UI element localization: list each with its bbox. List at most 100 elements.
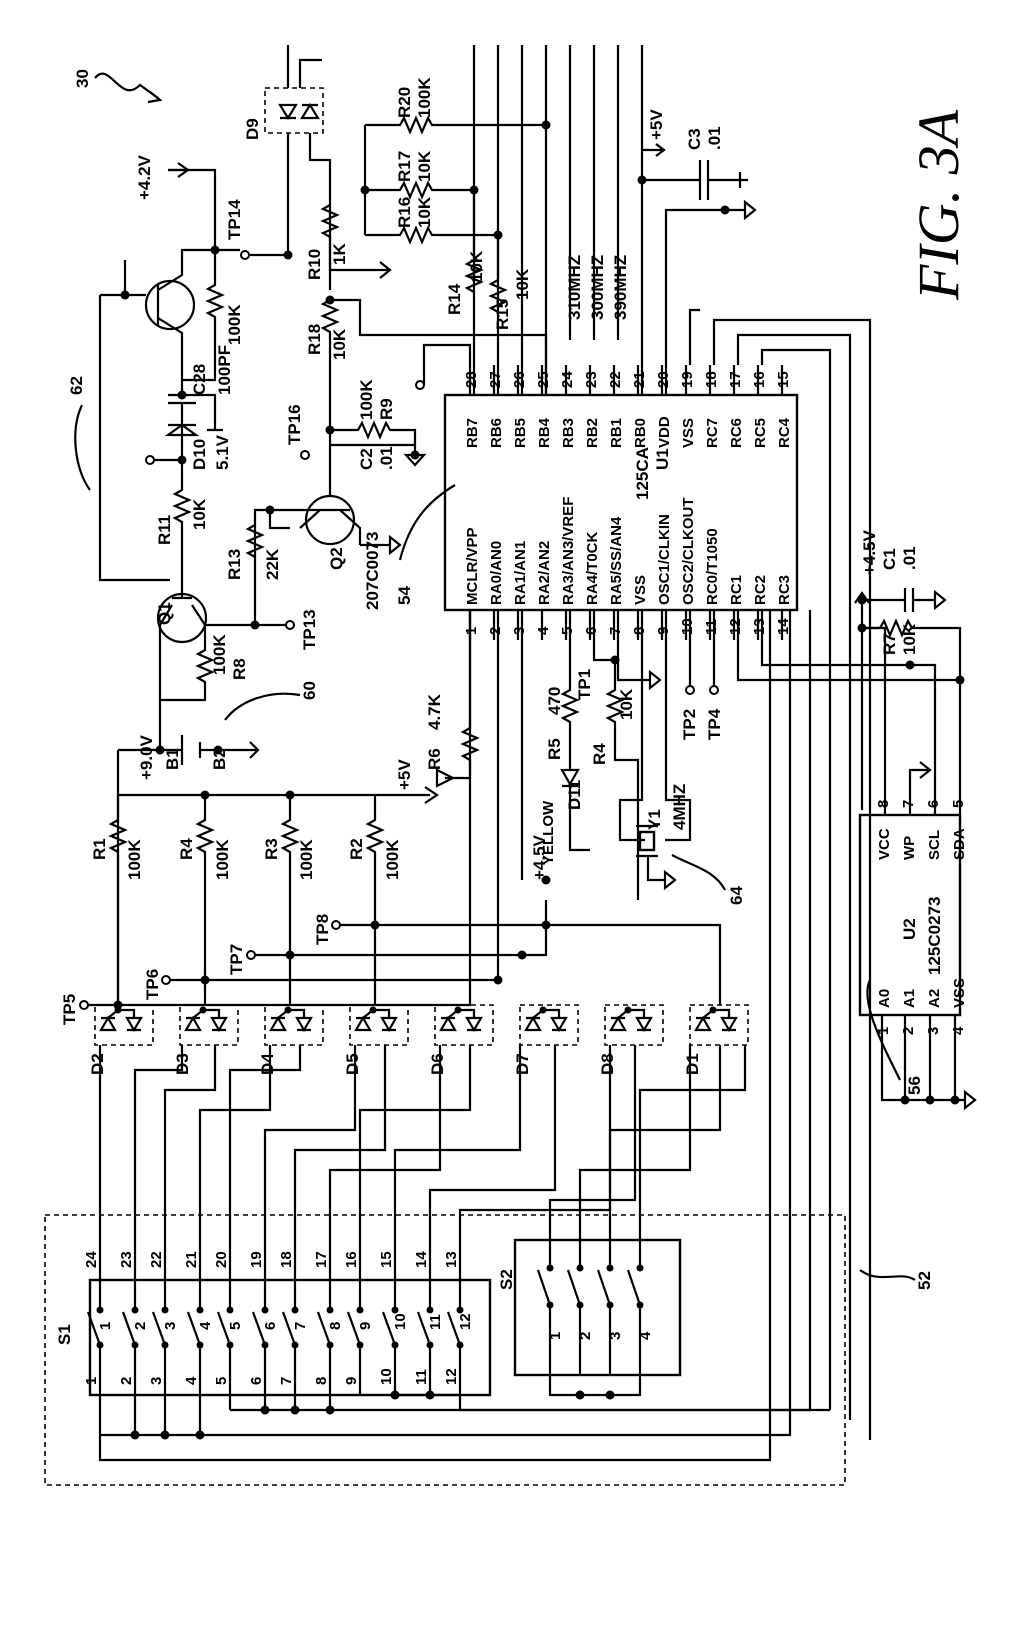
u1-pin-20-name: VDD [656,416,673,448]
u1-pin-24-name: RB3 [560,418,577,448]
u1-pin-19-number: 19 [679,371,696,388]
tp5-point[interactable] [79,1000,89,1010]
s1-bottom-pin-3: 3 [148,1377,165,1385]
s1-switch-num-9: 9 [357,1322,374,1330]
tp7-label: TP7 [227,944,246,975]
r10-value: 1K [330,243,349,265]
u1-spare-wire [422,343,472,385]
r3-value: 100K [297,839,316,880]
r9-label: R9 [377,398,396,420]
tp5-label: TP5 [60,994,79,1025]
s1-top-pin-13: 13 [443,1251,460,1268]
u1-pin-22-name: RB1 [608,418,625,448]
s2-switch-2[interactable]: 2 [566,1240,594,1375]
r3-label: R3 [262,838,281,860]
s1-top-pin-23: 23 [118,1251,135,1268]
r13-label: R13 [225,549,244,580]
s2-switch-4[interactable]: 4 [626,1240,654,1375]
s1-top-pin-17: 17 [313,1251,330,1268]
rail-5v-main: +5V [395,759,414,790]
u1-pin-10-name: OSC2/CLKOUT [680,497,697,605]
ref-60: 60 [300,681,319,700]
y1-ground [646,856,677,891]
s1-top-pin-19: 19 [248,1251,265,1268]
r13-body [245,524,265,558]
rail-5v-main-arrow [370,786,439,804]
u2-pin-3-number: 3 [925,1027,942,1035]
q1-leads [158,508,270,700]
u1-pin-4-number: 4 [535,626,552,635]
tp7-point[interactable] [246,950,256,960]
u1-pin-3-name: RA1/AN1 [512,541,529,605]
switch-block-52 [44,1214,846,1486]
tp4-point[interactable] [709,685,719,695]
u2-scl-sda [910,663,962,815]
s1-body [88,1278,492,1397]
u2-pin-3-name: A2 [926,989,943,1008]
q3-body [144,279,196,331]
tp14-wire [215,248,288,257]
u1-pin-18-name: RC7 [704,418,721,448]
r-q-body [182,250,225,382]
d9-diode-b [300,102,320,120]
u2-vcc [862,626,887,815]
u1-pin-16-name: RC5 [752,418,769,448]
s2-switch-3[interactable]: 3 [596,1240,624,1375]
s2-pin-4: 4 [637,1331,654,1340]
tp2-point[interactable] [685,685,695,695]
tp8-point[interactable] [331,920,341,930]
ref-60-leader [224,692,301,721]
tp6-point[interactable] [161,975,171,985]
u1-spare-point[interactable] [415,380,425,390]
r15-value: 10K [513,268,532,300]
u2-pin-8-number: 8 [875,800,892,808]
u1-pin-16-number: 16 [751,371,768,388]
u1-pin-13-number: 13 [751,618,768,635]
r11-label: R11 [155,515,174,545]
r14-value: 10K [467,250,486,282]
diode-pair-d7: D7 [513,1004,579,1075]
d10-test-point[interactable] [145,455,155,465]
r-q-value: 100K [225,304,244,345]
u1-pin-9-name: OSC1/CLKIN [656,514,673,605]
c2-value: .01 [377,446,396,470]
r16-value: 10K [415,196,434,228]
r18-label: R18 [305,324,324,355]
u1-pin-21-number: 21 [631,371,648,388]
u2-addr-gnd [880,1015,977,1111]
s2-pin-2: 2 [577,1332,594,1340]
r8-label: R8 [230,658,249,680]
diode-label-d2: D2 [88,1053,107,1075]
tp16-point[interactable] [300,450,310,460]
r7-label: R7 [880,633,899,655]
s1-bottom-pin-2: 2 [118,1377,135,1385]
u1-pin-27-name: RB6 [488,418,505,448]
r13-value: 22K [263,548,282,580]
s2-switch-1[interactable]: 1 [536,1240,564,1375]
r1-label: R1 [90,838,109,860]
u1-rc-bus [688,308,872,1440]
u1-pin-8-name: VSS [632,575,649,605]
tp14-point[interactable] [240,250,250,260]
s1-bottom-pin-1: 1 [83,1377,100,1385]
u1-pin-7-number: 7 [607,627,624,635]
s1-bottom-pin-5: 5 [213,1377,230,1385]
tp14-label: TP14 [225,199,244,240]
s1-bottom-pin-8: 8 [313,1377,330,1385]
diode-pair-d8: D8 [598,1004,664,1075]
pullup-network [360,115,551,313]
tp13-point[interactable] [285,620,295,630]
u2-pin-8-name: VCC [876,828,893,860]
